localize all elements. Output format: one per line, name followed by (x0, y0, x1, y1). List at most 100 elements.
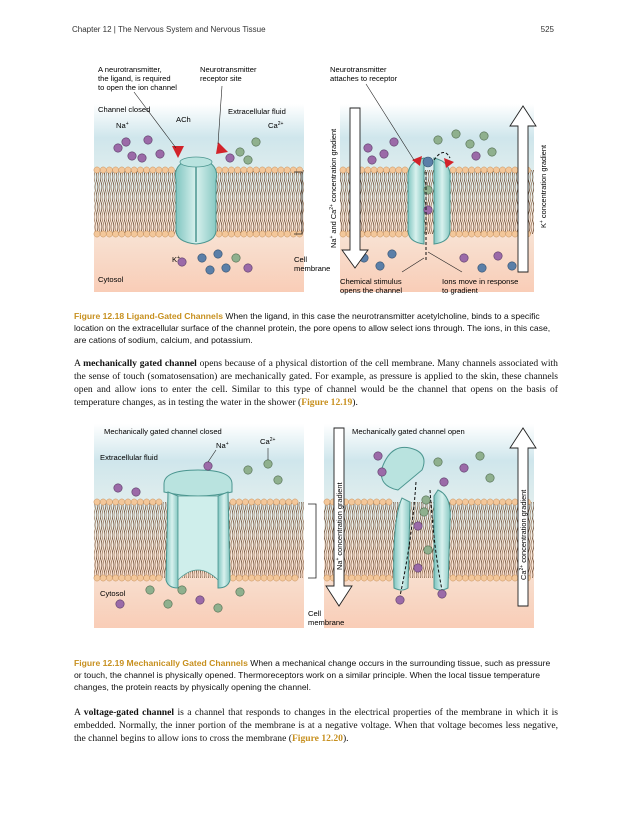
lipid-head (486, 166, 494, 174)
lipid-head (143, 230, 150, 238)
mechanically-gated-channel-diagram: Mechanically gated channel closed Mechan… (93, 424, 537, 628)
lipid-head (242, 498, 249, 506)
lipid-head (360, 574, 368, 582)
lipid-head (234, 230, 241, 238)
sup-2plus: 2+ (519, 565, 525, 571)
ions-right (373, 451, 495, 605)
lipid-head (155, 574, 163, 582)
lipid-head (493, 230, 500, 238)
label-cell-membrane-1: Cell (294, 255, 307, 264)
lipid-head (499, 166, 506, 174)
label-nt-required-2: the ligand, is required (98, 74, 171, 83)
lipid-head (279, 574, 286, 582)
lipid-head (99, 498, 107, 506)
lipid-head (468, 166, 475, 174)
lipid-head (499, 230, 506, 238)
lipid-head (271, 166, 279, 174)
lipid-head (266, 574, 274, 582)
lipid-head (240, 166, 248, 174)
lipid-head (240, 230, 248, 238)
lipid-head (455, 498, 463, 506)
lipid-head (486, 574, 494, 582)
lipid-head (124, 498, 132, 506)
para-body: opens because of a physical distortion o… (74, 358, 558, 408)
lipid-head (455, 574, 463, 582)
label-ca: Ca (260, 437, 270, 446)
lipid-head (480, 574, 488, 582)
figure-12-19: Mechanically gated channel closed Mechan… (72, 420, 558, 648)
caption-text: When a mechanical change occurs in the s… (74, 658, 551, 692)
lipid-head (277, 230, 285, 238)
lipid-head (168, 166, 175, 174)
label-ions-move-1: Ions move in response (442, 277, 518, 286)
lipid-head (449, 574, 457, 582)
ach-ligand (172, 146, 184, 158)
lipid-head (370, 230, 378, 238)
svg-text:K+ concentration gradient: K+ concentration gradient (539, 145, 548, 228)
lipid-head (137, 574, 144, 582)
label-nt-required-1: A neurotransmitter, (98, 65, 162, 74)
lipid-head (215, 230, 223, 238)
cell-membrane-bracket (308, 503, 317, 579)
label-cell-membrane-1: Cell (308, 609, 321, 618)
ach-bound (412, 156, 422, 166)
lipid-head (273, 498, 280, 506)
lipid-head (283, 166, 291, 174)
lipid-head (252, 230, 260, 238)
lipid-head (235, 498, 243, 506)
figure-12-20-link[interactable]: Figure 12.20 (291, 733, 343, 744)
lipid-head (130, 574, 138, 582)
lipid-head (499, 574, 506, 582)
lipid-head (229, 498, 237, 506)
lipid-head (248, 574, 255, 582)
lipid-head (279, 498, 286, 506)
figure-12-19-link[interactable]: Figure 12.19 (301, 397, 353, 408)
label-na: Na (116, 121, 126, 130)
lipid-head (505, 166, 513, 174)
lipid-head (149, 498, 157, 506)
lipid-head (137, 498, 144, 506)
lipid-head (370, 166, 378, 174)
lipid-head (229, 574, 237, 582)
lipid-head (511, 166, 519, 174)
lipid-head (106, 574, 113, 582)
lipid-head (462, 230, 469, 238)
lipid-head (99, 230, 107, 238)
lipid-head (168, 230, 175, 238)
lipid-head (480, 166, 488, 174)
label-cytosol: Cytosol (100, 589, 126, 598)
lipid-head (493, 166, 500, 174)
lipid-head (389, 166, 396, 174)
lipid-head (468, 574, 475, 582)
lipid-head (93, 498, 101, 506)
cell-membrane-bracket (294, 171, 303, 235)
lipid-head (106, 230, 113, 238)
lipid-head (106, 166, 113, 174)
sup-2plus: 2+ (270, 437, 276, 443)
lipid-head (455, 166, 463, 174)
lipid-head (118, 230, 126, 238)
label-mech-closed: Mechanically gated channel closed (104, 427, 222, 436)
lipid-head (246, 166, 254, 174)
lipid-head (474, 166, 482, 174)
label-ca-gradient-b: concentration gradient (519, 490, 528, 565)
label-ions-move-2: to gradient (442, 286, 479, 295)
lipid-head (373, 574, 380, 582)
svg-text:Na+: Na+ (116, 121, 129, 130)
sup-plus: + (335, 558, 341, 561)
lipid-head (455, 230, 463, 238)
lipid-head (149, 166, 157, 174)
lipid-head (323, 574, 331, 582)
lipid-head (118, 166, 126, 174)
lipid-head (260, 498, 268, 506)
lipid-head (291, 498, 299, 506)
label-mech-open: Mechanically gated channel open (352, 427, 465, 436)
lipid-head (93, 230, 101, 238)
svg-text:Na+: Na+ (216, 441, 229, 450)
lipid-head (155, 166, 163, 174)
ions-left (113, 459, 283, 613)
